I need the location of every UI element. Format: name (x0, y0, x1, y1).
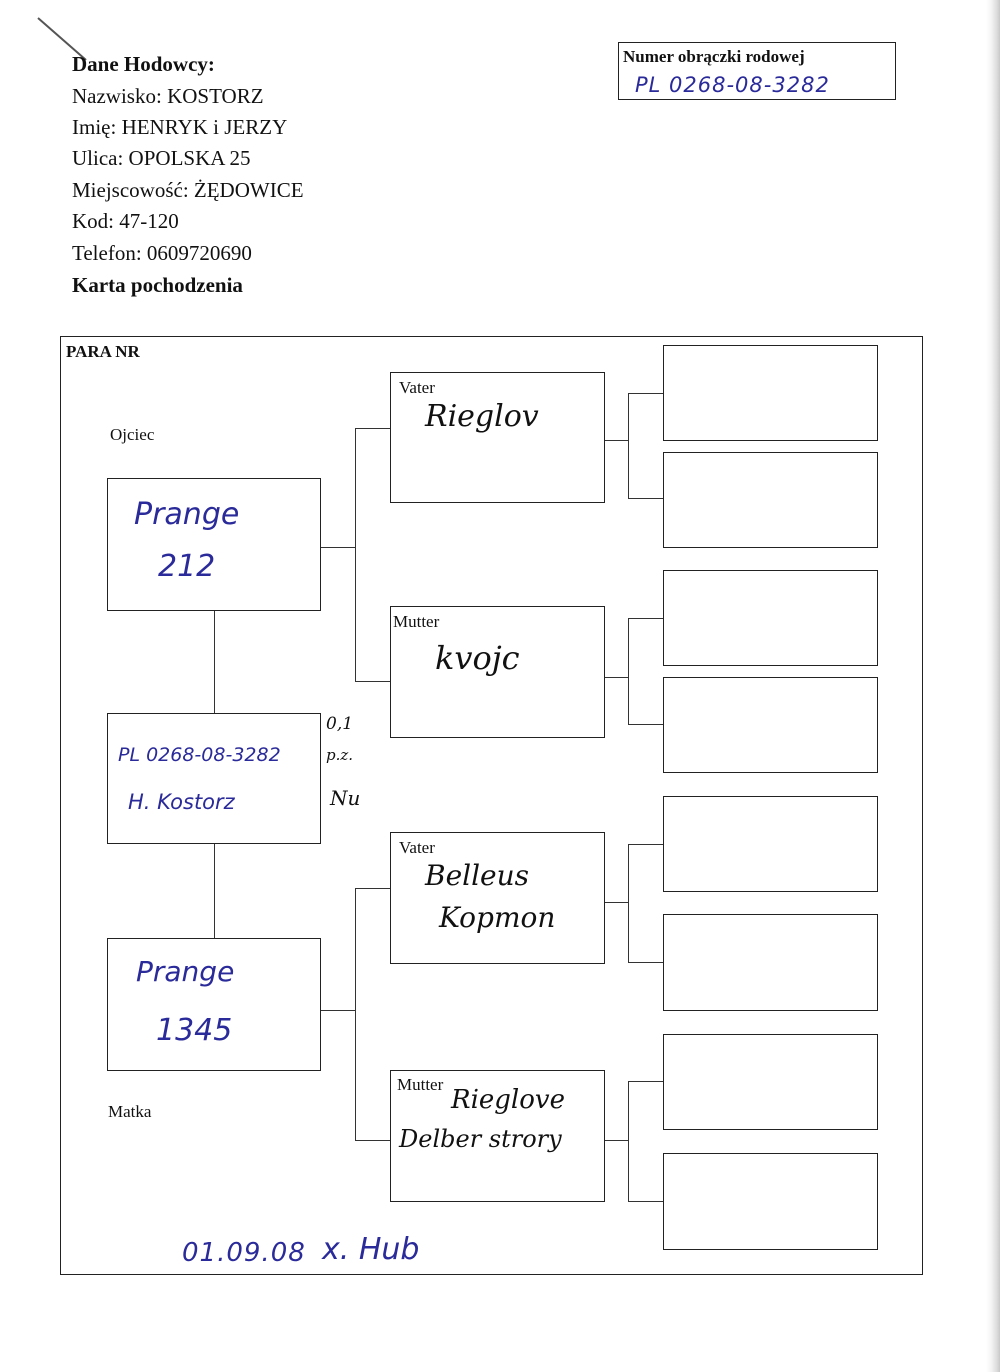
animal-owner: H. Kostorz (128, 790, 235, 814)
connector-g3a-bottom (628, 498, 663, 499)
connector-father-bracket (355, 428, 356, 682)
breeder-first-name: Imię: HENRYK i JERZY (72, 115, 288, 139)
connector-g2b-out (605, 677, 628, 678)
connector-father-out (321, 547, 355, 548)
connector-mother-bracket (355, 888, 356, 1141)
ring-number-box: Numer obrączki rodowej PL 0268-08-3282 (618, 42, 896, 100)
scan-pen-stroke (36, 16, 96, 66)
mother-sire-label: Vater (399, 838, 435, 857)
great-grandparent-box-2 (663, 452, 878, 548)
connector-g2d-out (605, 1140, 628, 1141)
father-sire-label: Vater (399, 378, 435, 397)
connector-g2d-bracket (628, 1081, 629, 1202)
connector-g3d-top (628, 1081, 663, 1082)
father-box: Prange 212 (107, 478, 321, 611)
father-number: 212 (158, 549, 216, 584)
connector-g2c-bracket (628, 844, 629, 963)
connector-g2c-out (605, 902, 628, 903)
mother-number: 1345 (156, 1013, 233, 1048)
father-dam-box: Mutter kvojc (390, 606, 605, 738)
connector-mother-dam (355, 1140, 390, 1141)
mother-name: Prange (136, 955, 235, 988)
great-grandparent-box-8 (663, 1153, 878, 1250)
father-dam-label: Mutter (393, 612, 440, 631)
breeder-surname: Nazwisko: KOSTORZ (72, 84, 264, 108)
connector-father-animal (214, 611, 215, 713)
animal-ring-number: PL 0268-08-3282 (118, 744, 281, 766)
connector-mother-sire (355, 888, 390, 889)
connector-father-dam (355, 681, 390, 682)
signature-date: 01.09.08 (182, 1238, 306, 1268)
connector-g3c-top (628, 844, 663, 845)
connector-g3b-bottom (628, 724, 663, 725)
breeder-heading: Dane Hodowcy: (72, 52, 215, 76)
mother-sire-name: Belleus (425, 859, 530, 892)
connector-g3d-bottom (628, 1201, 663, 1202)
breeder-phone: Telefon: 0609720690 (72, 241, 252, 265)
great-grandparent-box-4 (663, 677, 878, 773)
great-grandparent-box-1 (663, 345, 878, 441)
ring-number-label: Numer obrączki rodowej (623, 47, 805, 66)
father-name: Prange (134, 497, 240, 532)
connector-animal-mother (214, 844, 215, 938)
mother-dam-name: Rieglove (451, 1085, 565, 1115)
mother-dam-line2: Delber strory (399, 1125, 562, 1153)
mother-dam-box: Mutter Rieglove Delber strory (390, 1070, 605, 1202)
connector-mother-out (321, 1010, 355, 1011)
animal-initials-note: Nu (330, 786, 361, 810)
connector-g3c-bottom (628, 962, 663, 963)
connector-g3a-top (628, 393, 663, 394)
great-grandparent-box-6 (663, 914, 878, 1011)
connector-g3b-top (628, 618, 663, 619)
mother-sire-line2: Kopmon (439, 901, 556, 934)
father-label: Ojciec (110, 425, 155, 444)
connector-g2a-bracket (628, 393, 629, 499)
animal-color-note: p.z. (326, 746, 354, 764)
animal-box: PL 0268-08-3282 H. Kostorz (107, 713, 321, 844)
pair-number-label: PARA NR (66, 342, 140, 361)
mother-box: Prange 1345 (107, 938, 321, 1071)
pedigree-frame (60, 336, 923, 1275)
card-title: Karta pochodzenia (72, 273, 243, 297)
connector-g2a-out (605, 440, 628, 441)
mother-dam-label: Mutter (397, 1075, 444, 1094)
mother-label: Matka (108, 1102, 152, 1121)
great-grandparent-box-7 (663, 1034, 878, 1130)
great-grandparent-box-3 (663, 570, 878, 666)
animal-sex-note: 0,1 (326, 714, 354, 734)
scan-edge-shadow (986, 0, 1000, 1372)
father-sire-box: Vater Rieglov (390, 372, 605, 503)
father-sire-name: Rieglov (425, 399, 539, 434)
connector-g2b-bracket (628, 618, 629, 725)
connector-father-sire (355, 428, 390, 429)
mother-sire-box: Vater Belleus Kopmon (390, 832, 605, 964)
great-grandparent-box-5 (663, 796, 878, 892)
breeder-town: Miejscowość: ŻĘDOWICE (72, 178, 304, 202)
ring-number-value: PL 0268-08-3282 (635, 73, 830, 97)
father-dam-name: kvojc (435, 639, 520, 677)
breeder-street: Ulica: OPOLSKA 25 (72, 146, 251, 170)
breeder-postal-code: Kod: 47-120 (72, 209, 179, 233)
signature: x. Hub (322, 1232, 420, 1267)
